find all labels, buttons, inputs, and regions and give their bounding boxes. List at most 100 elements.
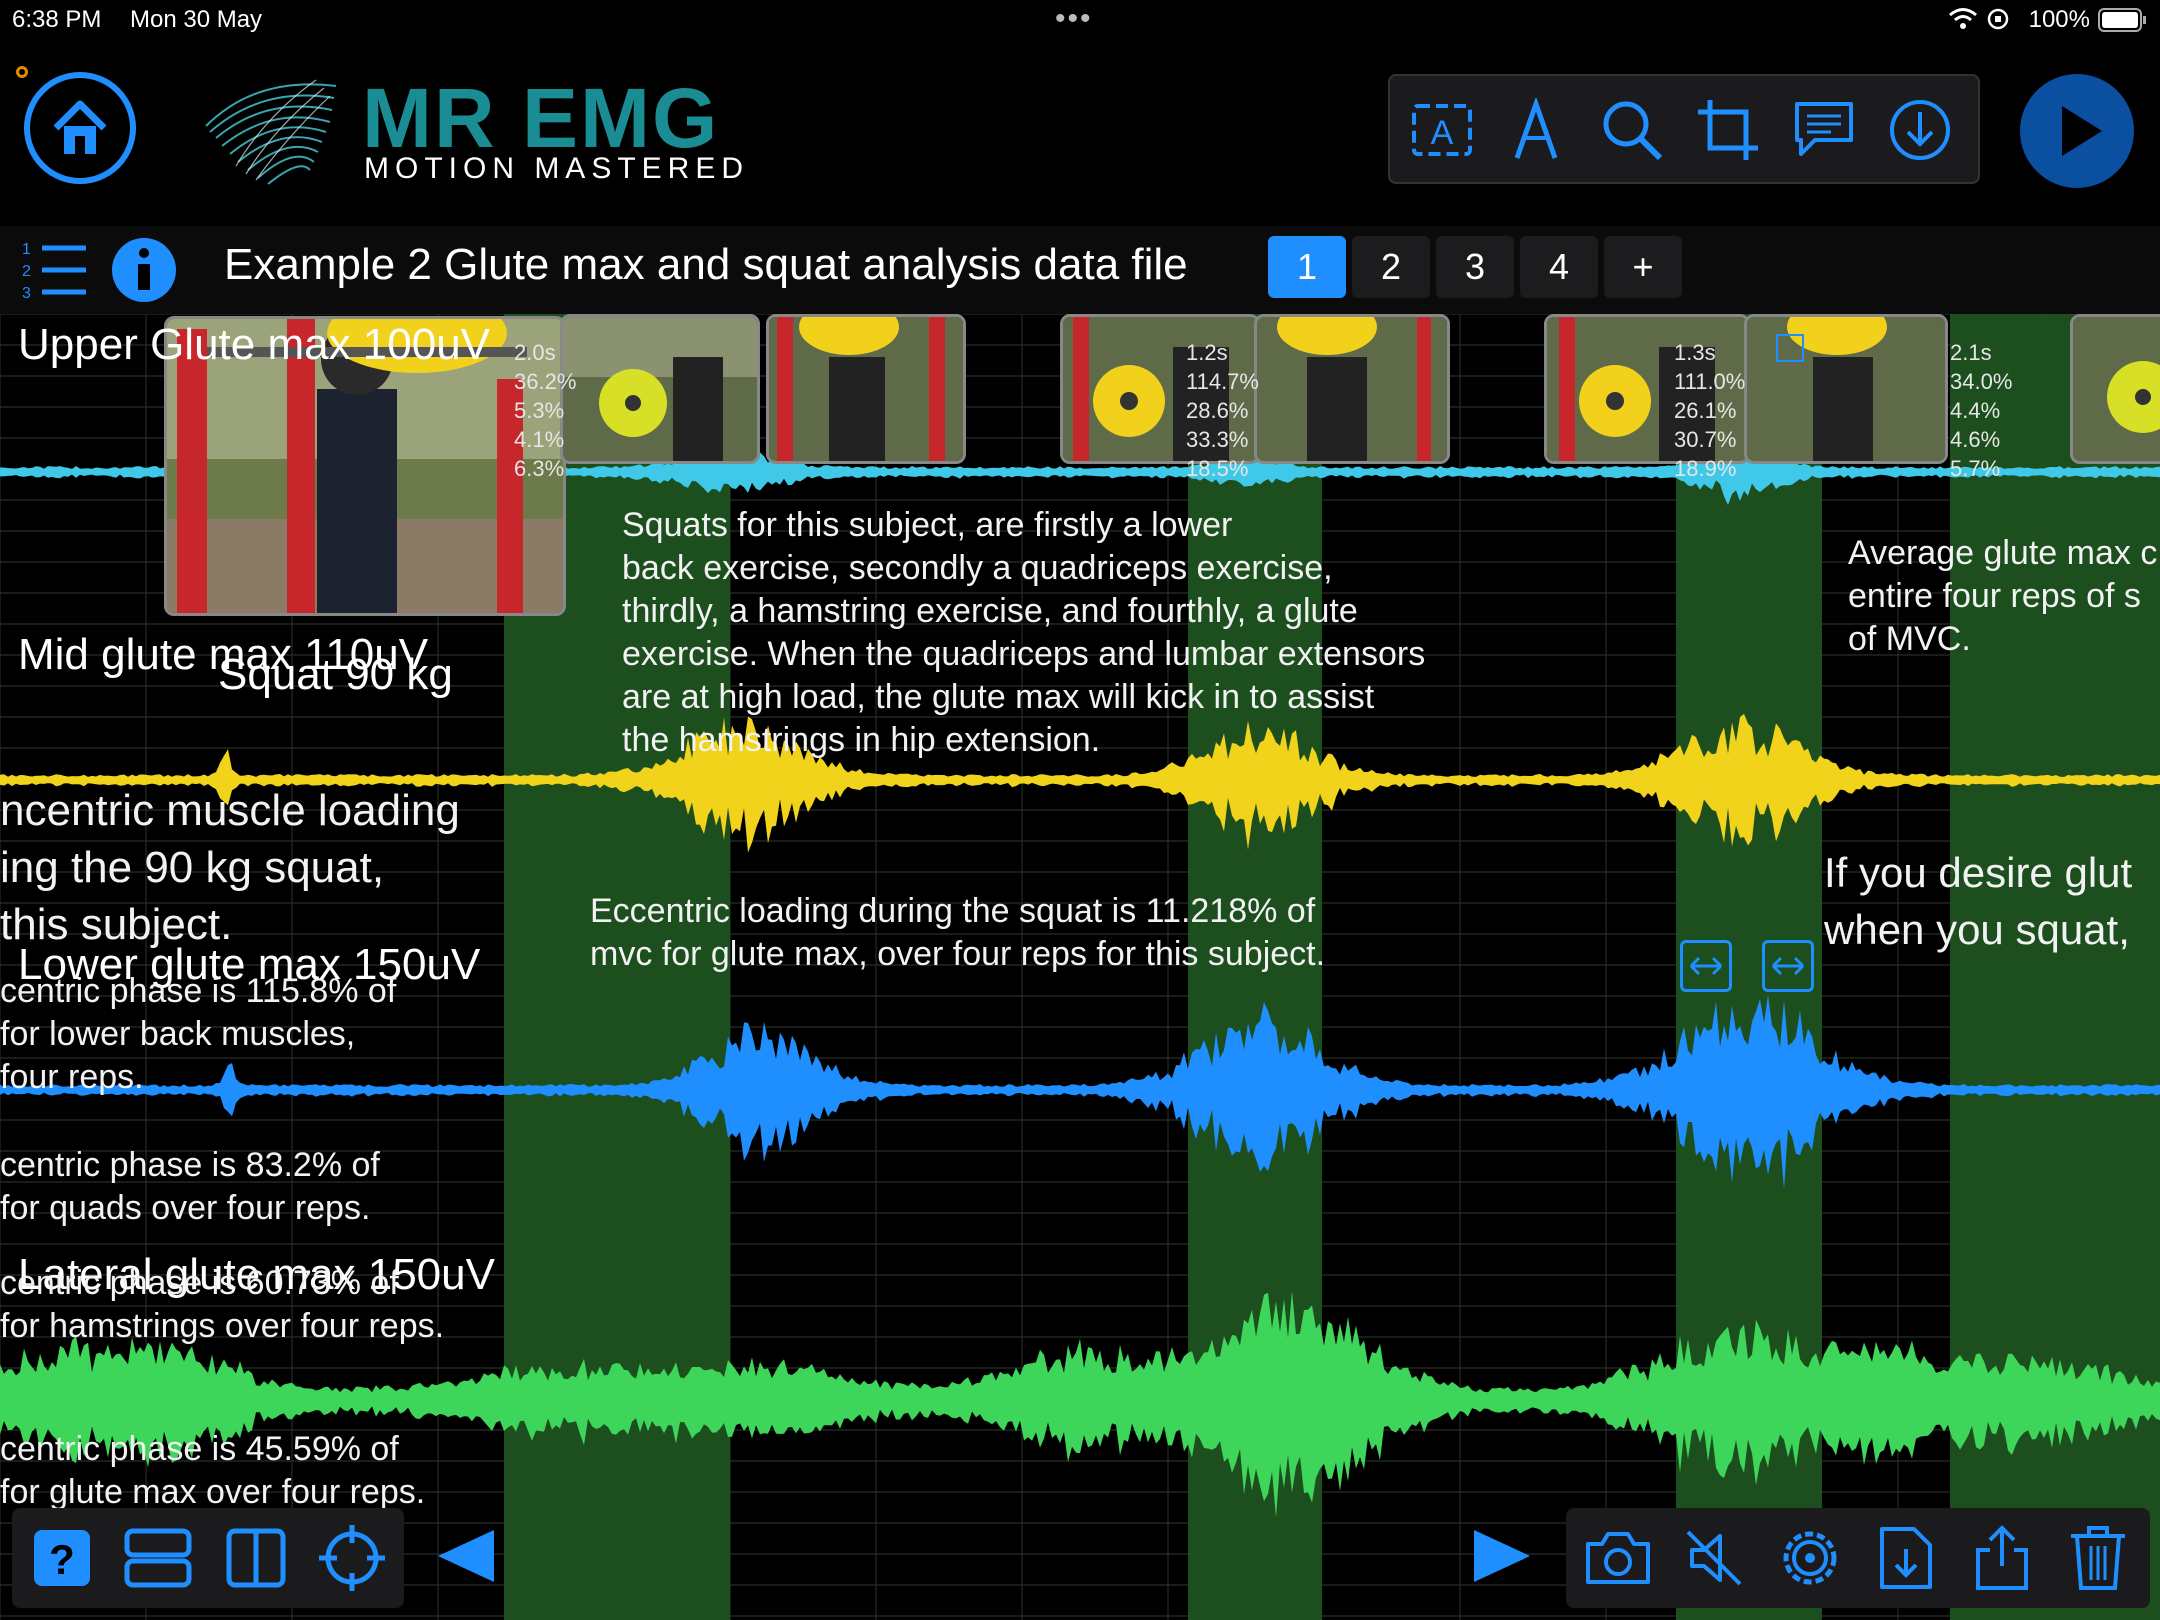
document-title: Example 2 Glute max and squat analysis d… — [224, 240, 1188, 289]
rep-value: 33.3% — [1186, 427, 1249, 452]
previous-button[interactable] — [434, 1526, 498, 1591]
search-button[interactable] — [1594, 92, 1670, 168]
squat-frame-image — [1063, 317, 1257, 461]
note-lower-back[interactable]: centric phase is 115.8% of for lower bac… — [0, 970, 396, 1099]
resize-handle-right[interactable] — [1762, 940, 1814, 992]
share-button[interactable] — [1964, 1520, 2040, 1596]
note-line: for hamstrings over four reps. — [0, 1307, 445, 1345]
page-tab-3[interactable]: 3 — [1436, 236, 1514, 298]
add-page-button[interactable]: + — [1604, 236, 1682, 298]
crop-icon — [1698, 100, 1758, 160]
camera-button[interactable] — [1580, 1520, 1656, 1596]
comment-button[interactable] — [1786, 92, 1862, 168]
next-button[interactable] — [1470, 1526, 1534, 1591]
squat-frame-image — [1747, 317, 1945, 461]
import-file-button[interactable] — [1868, 1520, 1944, 1596]
play-button[interactable] — [2020, 74, 2134, 188]
rep-value: 28.6% — [1186, 398, 1249, 423]
rep-value: 34.0% — [1950, 369, 2013, 394]
note-line: are at high load, the glute max will kic… — [622, 678, 1375, 716]
settings-button[interactable] — [1772, 1520, 1848, 1596]
video-thumbnail-4[interactable] — [1060, 314, 1260, 464]
note-quads[interactable]: centric phase is 83.2% of for quads over… — [0, 1144, 380, 1230]
layout-rows-button[interactable] — [120, 1520, 196, 1596]
trash-icon — [2071, 1526, 2125, 1590]
svg-text:A: A — [1431, 114, 1454, 152]
note-desire[interactable]: If you desire glut when you squat, — [1824, 844, 2132, 958]
orientation-lock-icon — [1986, 7, 2010, 38]
share-icon — [1976, 1525, 2028, 1590]
rep-value: 5.7% — [1950, 456, 2001, 481]
video-thumbnail-1[interactable] — [164, 316, 566, 616]
note-squats[interactable]: Squats for this subject, are firstly a l… — [622, 504, 1425, 762]
list-button[interactable]: 1 2 3 — [20, 238, 90, 307]
delete-button[interactable] — [2060, 1520, 2136, 1596]
note-hamstrings[interactable]: centric phase is 60.73% of for hamstring… — [0, 1262, 444, 1348]
note-glute[interactable]: centric phase is 45.59% of for glute max… — [0, 1428, 425, 1514]
note-left-concentric[interactable]: ncentric muscle loading ing the 90 kg sq… — [0, 782, 460, 953]
play-icon — [2062, 106, 2102, 156]
download-button[interactable] — [1882, 92, 1958, 168]
rep-stats-2: 1.2s 114.7% 28.6% 33.3% 18.5% — [1186, 338, 1259, 483]
note-line: this subject. — [0, 900, 233, 949]
emg-plot-area[interactable]: 2.0s 36.2% 5.3% 4.1% 6.3% 1.2s 114.7% 28… — [0, 314, 2160, 1620]
channel-label-lower: Lower glute max 150uV — [18, 940, 481, 989]
note-line: entire four reps of s — [1848, 577, 2141, 615]
video-thumbnail-8[interactable] — [2070, 314, 2160, 464]
channel-label-lateral: Lateral glute max 150uV — [18, 1250, 495, 1299]
info-button[interactable] — [112, 238, 176, 302]
pen-icon — [1514, 98, 1558, 159]
page-tab-1[interactable]: 1 — [1268, 236, 1346, 298]
note-line: when you squat, — [1824, 906, 2130, 953]
note-line: Eccentric loading during the squat is 11… — [590, 892, 1316, 930]
comment-icon — [1795, 102, 1853, 156]
note-eccentric[interactable]: Eccentric loading during the squat is 11… — [590, 890, 1325, 976]
rows-icon — [124, 1528, 192, 1588]
emg-waveforms — [0, 444, 2160, 1518]
video-thumbnail-6[interactable] — [1544, 314, 1750, 464]
home-button[interactable] — [24, 72, 136, 184]
gear-icon — [1783, 1531, 1837, 1585]
file-download-icon — [1880, 1527, 1932, 1589]
note-line: for lower back muscles, — [0, 1015, 356, 1053]
video-thumbnail-7[interactable] — [1744, 314, 1948, 464]
note-line: four reps. — [0, 1058, 144, 1096]
image-marker-icon[interactable] — [1776, 334, 1804, 362]
rep-duration: 1.3s — [1674, 340, 1716, 365]
help-icon: ? — [34, 1530, 90, 1586]
channel-label-mid: Mid glute max 110uV — [18, 630, 429, 679]
emg-waveform-4 — [0, 1290, 2160, 1518]
layout-columns-button[interactable] — [218, 1520, 294, 1596]
pen-tool-button[interactable] — [1498, 92, 1574, 168]
squat-frame-image — [769, 317, 963, 461]
rep-stats-3: 1.3s 111.0% 26.1% 30.7% 18.9% — [1674, 338, 1745, 483]
brand-logo-icon — [205, 79, 337, 185]
page-tab-4[interactable]: 4 — [1520, 236, 1598, 298]
app-header: MR EMG MOTION MASTERED A — [0, 40, 2160, 226]
crop-button[interactable] — [1690, 92, 1766, 168]
video-thumbnail-5[interactable] — [1254, 314, 1450, 464]
wifi-icon — [1948, 6, 1978, 37]
svg-text:1: 1 — [22, 241, 31, 258]
video-thumbnail-2[interactable] — [560, 314, 760, 464]
note-average[interactable]: Average glute max c entire four reps of … — [1848, 532, 2157, 661]
note-line: centric phase is 45.59% of — [0, 1430, 399, 1468]
multitask-dots-icon[interactable]: ••• — [1055, 2, 1093, 35]
rep-value: 5.3% — [514, 398, 565, 423]
download-icon — [1890, 100, 1950, 160]
note-line: of MVC. — [1848, 620, 1971, 658]
squat-frame-image — [2073, 317, 2160, 461]
note-line: Squats for this subject, are firstly a l… — [622, 506, 1233, 544]
rep-value: 4.6% — [1950, 427, 2001, 452]
page-tab-2[interactable]: 2 — [1352, 236, 1430, 298]
mute-button[interactable] — [1676, 1520, 1752, 1596]
help-button[interactable]: ? — [24, 1520, 100, 1596]
rep-value: 111.0% — [1674, 369, 1746, 394]
video-thumbnail-3[interactable] — [766, 314, 966, 464]
text-tool-button[interactable]: A — [1404, 92, 1480, 168]
resize-handle-left[interactable] — [1680, 940, 1732, 992]
note-line: for glute max over four reps. — [0, 1473, 426, 1511]
target-button[interactable] — [314, 1520, 390, 1596]
rep-value: 4.4% — [1950, 398, 2001, 423]
text-box-icon: A — [1412, 104, 1472, 156]
